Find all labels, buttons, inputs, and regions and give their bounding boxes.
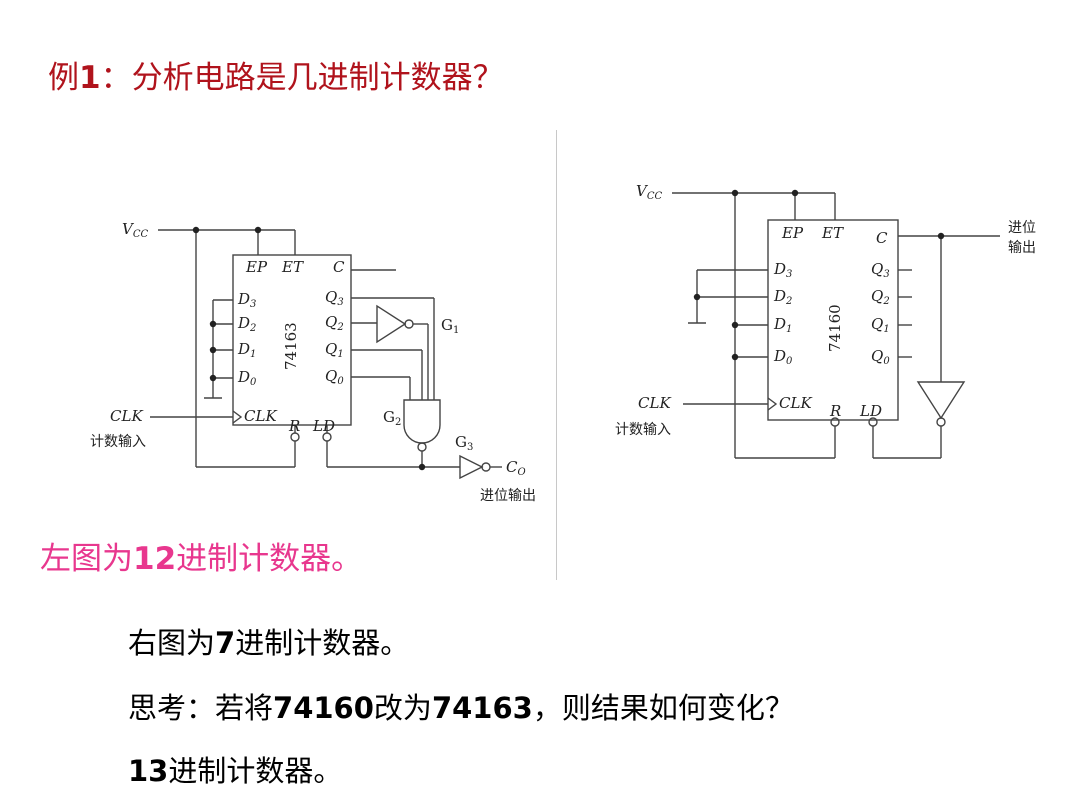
- left-clk-input-label: CLK: [110, 407, 143, 425]
- right-ld-label: LD: [859, 402, 882, 420]
- right-result-prefix: 右图为: [128, 626, 216, 660]
- left-g2-label: G2: [383, 408, 401, 428]
- left-d1-label: D1: [237, 340, 256, 360]
- left-carry-caption: 进位输出: [480, 488, 536, 504]
- left-result: 左图为12进制计数器。: [40, 533, 362, 578]
- left-g3-label: G3: [455, 433, 473, 453]
- title-prefix: 例: [48, 60, 79, 96]
- right-chip-name: 74160: [826, 304, 844, 352]
- right-carry-caption-2: 输出: [1008, 240, 1036, 256]
- right-result-number: 7: [215, 626, 236, 660]
- right-q2-label: Q2: [871, 287, 890, 307]
- left-chip-box: [232, 254, 352, 426]
- question-answer: 13进制计数器。: [128, 748, 342, 790]
- right-result: 右图为7进制计数器。: [128, 620, 409, 662]
- left-d3-label: D3: [237, 290, 256, 310]
- left-c-label: C: [333, 258, 345, 276]
- question-mid: 改为: [373, 691, 432, 725]
- left-g1-label: G1: [441, 316, 459, 336]
- left-d2-label: D2: [237, 314, 256, 334]
- right-circuit-dots: [693, 189, 945, 361]
- page-title: 例1：分析电路是几进制计数器？: [48, 52, 504, 97]
- right-q3-label: Q3: [871, 260, 890, 280]
- right-chip-box: [767, 219, 899, 421]
- left-result-suffix: 进制计数器。: [176, 541, 363, 577]
- left-result-prefix: 左图为: [40, 541, 133, 577]
- left-q2-label: Q2: [325, 313, 344, 333]
- left-ld-label: LD: [312, 417, 335, 435]
- question-chip1: 74160: [273, 691, 374, 725]
- left-q1-label: Q1: [325, 340, 344, 360]
- left-q3-label: Q3: [325, 288, 344, 308]
- left-clk-caption: 计数输入: [90, 434, 146, 450]
- right-d2-label: D2: [773, 287, 792, 307]
- right-clk-caption: 计数输入: [615, 422, 671, 438]
- right-q1-label: Q1: [871, 315, 890, 335]
- left-et-label: ET: [281, 258, 304, 276]
- left-circuit-labels: VCC EP ET C D3 D2 D1 D0 Q3 Q2 Q1 Q0 7416…: [90, 220, 536, 504]
- right-clk-pin-label: CLK: [779, 394, 812, 412]
- question-suffix: ，则结果如何变化？: [532, 691, 794, 725]
- left-r-label: R: [288, 417, 300, 435]
- left-q0-label: Q0: [325, 367, 344, 387]
- left-ep-label: EP: [245, 258, 268, 276]
- thinking-question: 思考：若将74160改为74163，则结果如何变化？: [128, 685, 794, 727]
- right-q0-label: Q0: [871, 347, 890, 367]
- right-result-suffix: 进制计数器。: [235, 626, 410, 660]
- right-d1-label: D1: [773, 315, 792, 335]
- right-r-label: R: [829, 402, 841, 420]
- right-ep-label: EP: [781, 224, 804, 242]
- left-circuit-dots: [192, 226, 426, 471]
- right-c-label: C: [876, 229, 888, 247]
- right-d3-label: D3: [773, 260, 792, 280]
- question-chip2: 74163: [431, 691, 533, 725]
- left-chip-name: 74163: [282, 322, 300, 370]
- answer-number: 13: [128, 754, 169, 788]
- title-question: ：分析电路是几进制计数器？: [100, 60, 504, 96]
- right-carry-caption-1: 进位: [1008, 220, 1036, 236]
- right-vcc-label: VCC: [636, 182, 662, 202]
- question-prefix: 思考：若将: [128, 691, 274, 725]
- left-clk-pin-label: CLK: [244, 407, 277, 425]
- column-divider: [556, 130, 557, 580]
- right-d0-label: D0: [773, 347, 793, 367]
- left-d0-label: D0: [237, 368, 257, 388]
- right-circuit: [672, 192, 1000, 459]
- right-et-label: ET: [821, 224, 844, 242]
- left-result-number: 12: [133, 541, 177, 577]
- right-clk-input-label: CLK: [638, 394, 671, 412]
- title-number: 1: [79, 60, 101, 96]
- left-vcc-label: VCC: [122, 220, 148, 240]
- left-co-label: CO: [506, 458, 526, 478]
- answer-suffix: 进制计数器。: [168, 754, 343, 788]
- right-circuit-labels: VCC EP ET C D3 D2 D1 D0 Q3 Q2 Q1 Q0 7416…: [615, 182, 1036, 438]
